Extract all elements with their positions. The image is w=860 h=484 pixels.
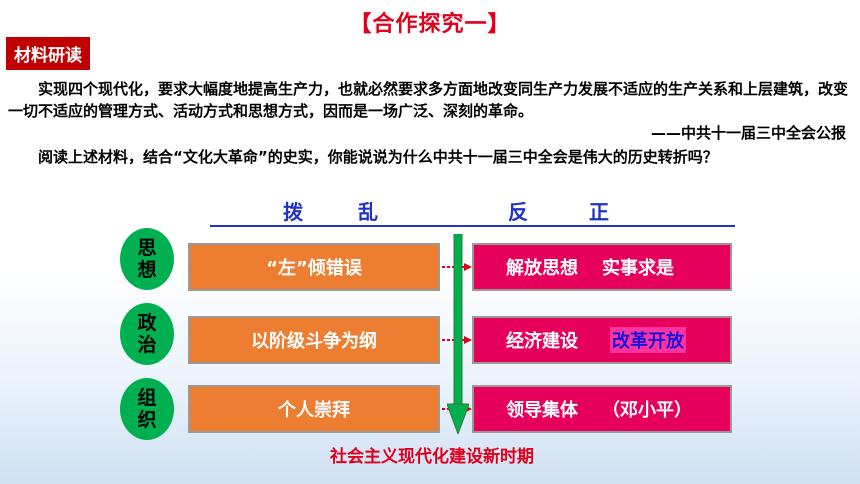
wrong-box-politics: 以阶级斗争为纲 bbox=[188, 316, 440, 364]
question-paragraph: 阅读上述材料，结合“文化大革命”的史实，你能说说为什么中共十一届三中全会是伟大的… bbox=[38, 148, 718, 166]
header-char-zheng: 正 bbox=[589, 200, 609, 224]
correct-box-politics: 经济建设 改革开放 bbox=[472, 316, 732, 364]
correct-text-thought: 解放思想 bbox=[506, 258, 578, 279]
extra-text-organization: （邓小平） bbox=[602, 400, 692, 421]
arrow-right-icon bbox=[442, 336, 472, 344]
correct-text-organization: 领导集体 bbox=[506, 400, 578, 421]
material-paragraph: 实现四个现代化，要求大幅度地提高生产力，也就必然要求多方面地改变同生产力发展不适… bbox=[8, 80, 849, 120]
material-source: ——中共十一届三中全会公报 bbox=[650, 124, 846, 142]
header-char-bo: 拨 bbox=[283, 200, 303, 224]
arrow-right-icon bbox=[442, 263, 472, 271]
correct-text-politics: 经济建设 bbox=[506, 331, 578, 352]
category-circle-politics: 政治 bbox=[120, 303, 174, 365]
header-char-fan: 反 bbox=[508, 200, 528, 224]
header-char-luan: 乱 bbox=[358, 200, 378, 224]
extra-text-politics: 改革开放 bbox=[610, 327, 686, 353]
wrong-box-organization: 个人崇拜 bbox=[188, 385, 440, 433]
new-era-text: 社会主义现代化建设新时期 bbox=[330, 447, 534, 467]
wrong-box-thought: “左”倾错误 bbox=[188, 243, 440, 291]
page-title: 【合作探究一】 bbox=[349, 12, 511, 37]
section-label: 材料研读 bbox=[6, 37, 90, 70]
timeline-down-arrow-icon bbox=[447, 234, 469, 434]
extra-text-thought: 实事求是 bbox=[602, 258, 674, 279]
correct-box-thought: 解放思想 实事求是 bbox=[472, 243, 732, 291]
category-circle-organization: 组织 bbox=[120, 378, 174, 440]
header-underline bbox=[210, 225, 735, 227]
category-circle-thought: 思想 bbox=[120, 228, 174, 290]
correct-box-organization: 领导集体 （邓小平） bbox=[472, 385, 732, 433]
